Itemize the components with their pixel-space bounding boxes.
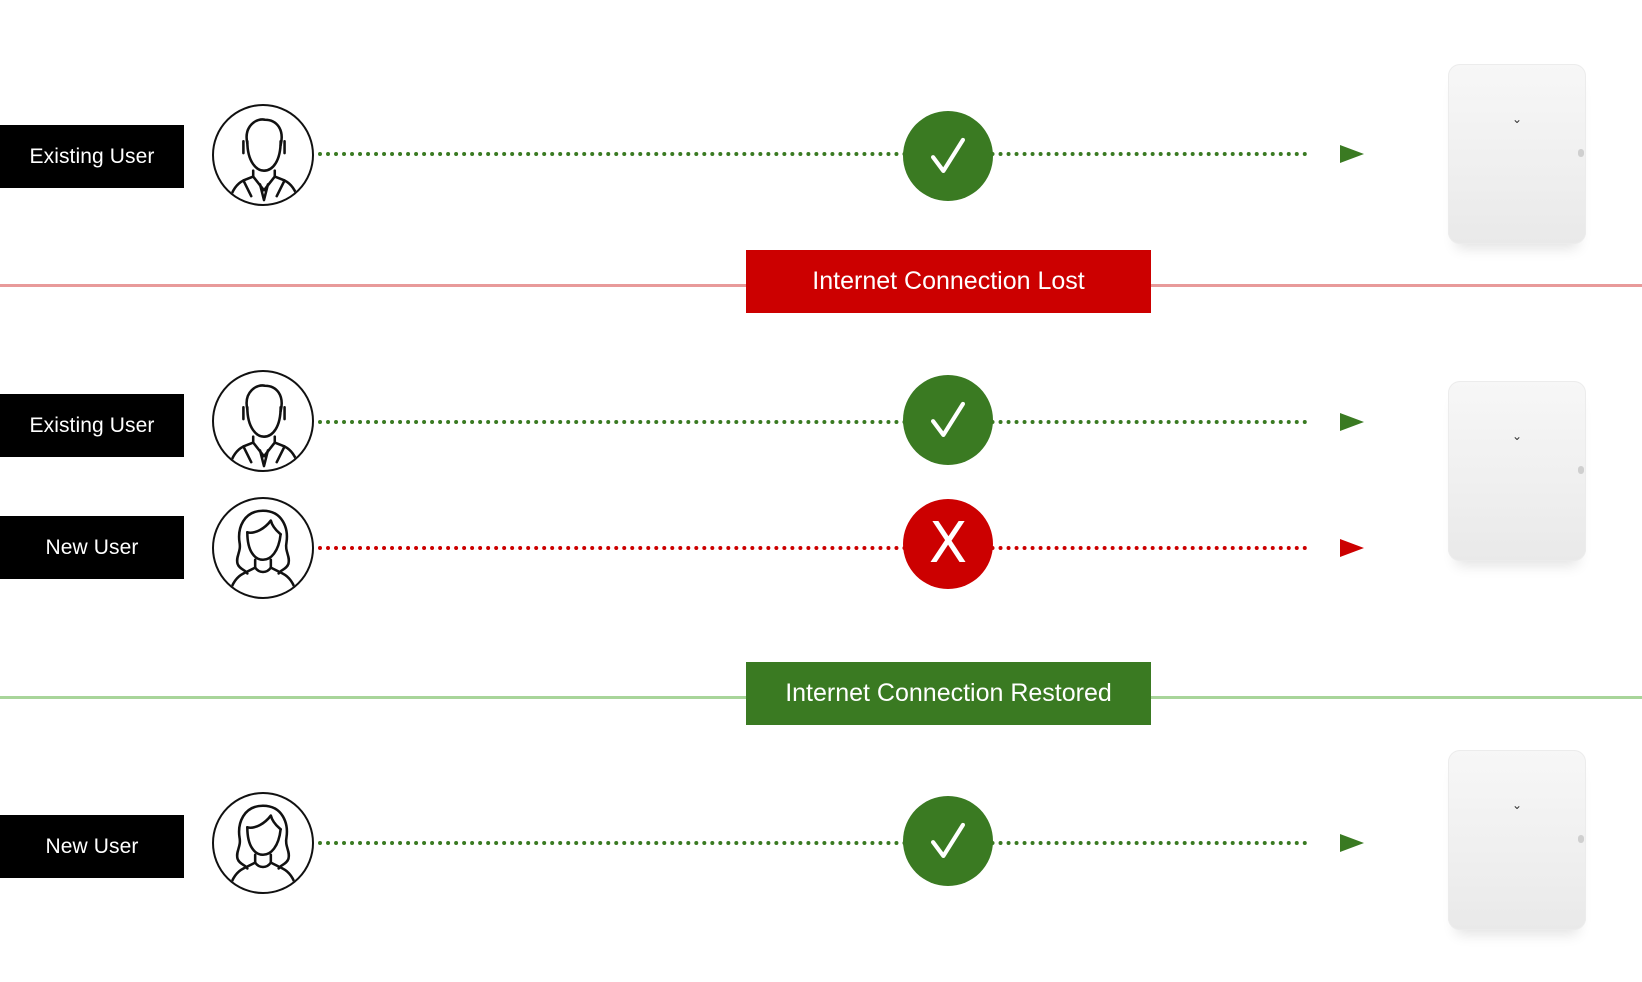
user-label: Existing User bbox=[0, 394, 184, 457]
arrow-head-icon bbox=[1340, 413, 1364, 431]
chevron-down-icon: ⌄ bbox=[1512, 429, 1523, 443]
flow-line bbox=[318, 420, 1308, 424]
device-button bbox=[1578, 835, 1584, 843]
access-device-icon: ⌄ bbox=[1448, 64, 1586, 244]
male-user-icon bbox=[212, 370, 314, 472]
x-icon: X bbox=[903, 499, 993, 589]
device-button bbox=[1578, 466, 1584, 474]
flow-line bbox=[318, 841, 1308, 845]
flow-line bbox=[318, 546, 1308, 550]
device-button bbox=[1578, 149, 1584, 157]
arrow-head-icon bbox=[1340, 145, 1364, 163]
check-icon bbox=[903, 375, 993, 465]
chevron-down-icon: ⌄ bbox=[1512, 112, 1523, 126]
access-device-icon: ⌄ bbox=[1448, 381, 1586, 561]
user-label: New User bbox=[0, 815, 184, 878]
access-device-icon: ⌄ bbox=[1448, 750, 1586, 930]
female-user-icon bbox=[212, 497, 314, 599]
user-label: Existing User bbox=[0, 125, 184, 188]
male-user-icon bbox=[212, 104, 314, 206]
arrow-head-icon bbox=[1340, 834, 1364, 852]
flow-line bbox=[318, 152, 1308, 156]
female-user-icon bbox=[212, 792, 314, 894]
connection-restored-banner: Internet Connection Restored bbox=[746, 662, 1151, 725]
connection-lost-banner: Internet Connection Lost bbox=[746, 250, 1151, 313]
user-label: New User bbox=[0, 516, 184, 579]
check-icon bbox=[903, 796, 993, 886]
arrow-head-icon bbox=[1340, 539, 1364, 557]
check-icon bbox=[903, 111, 993, 201]
chevron-down-icon: ⌄ bbox=[1512, 798, 1523, 812]
